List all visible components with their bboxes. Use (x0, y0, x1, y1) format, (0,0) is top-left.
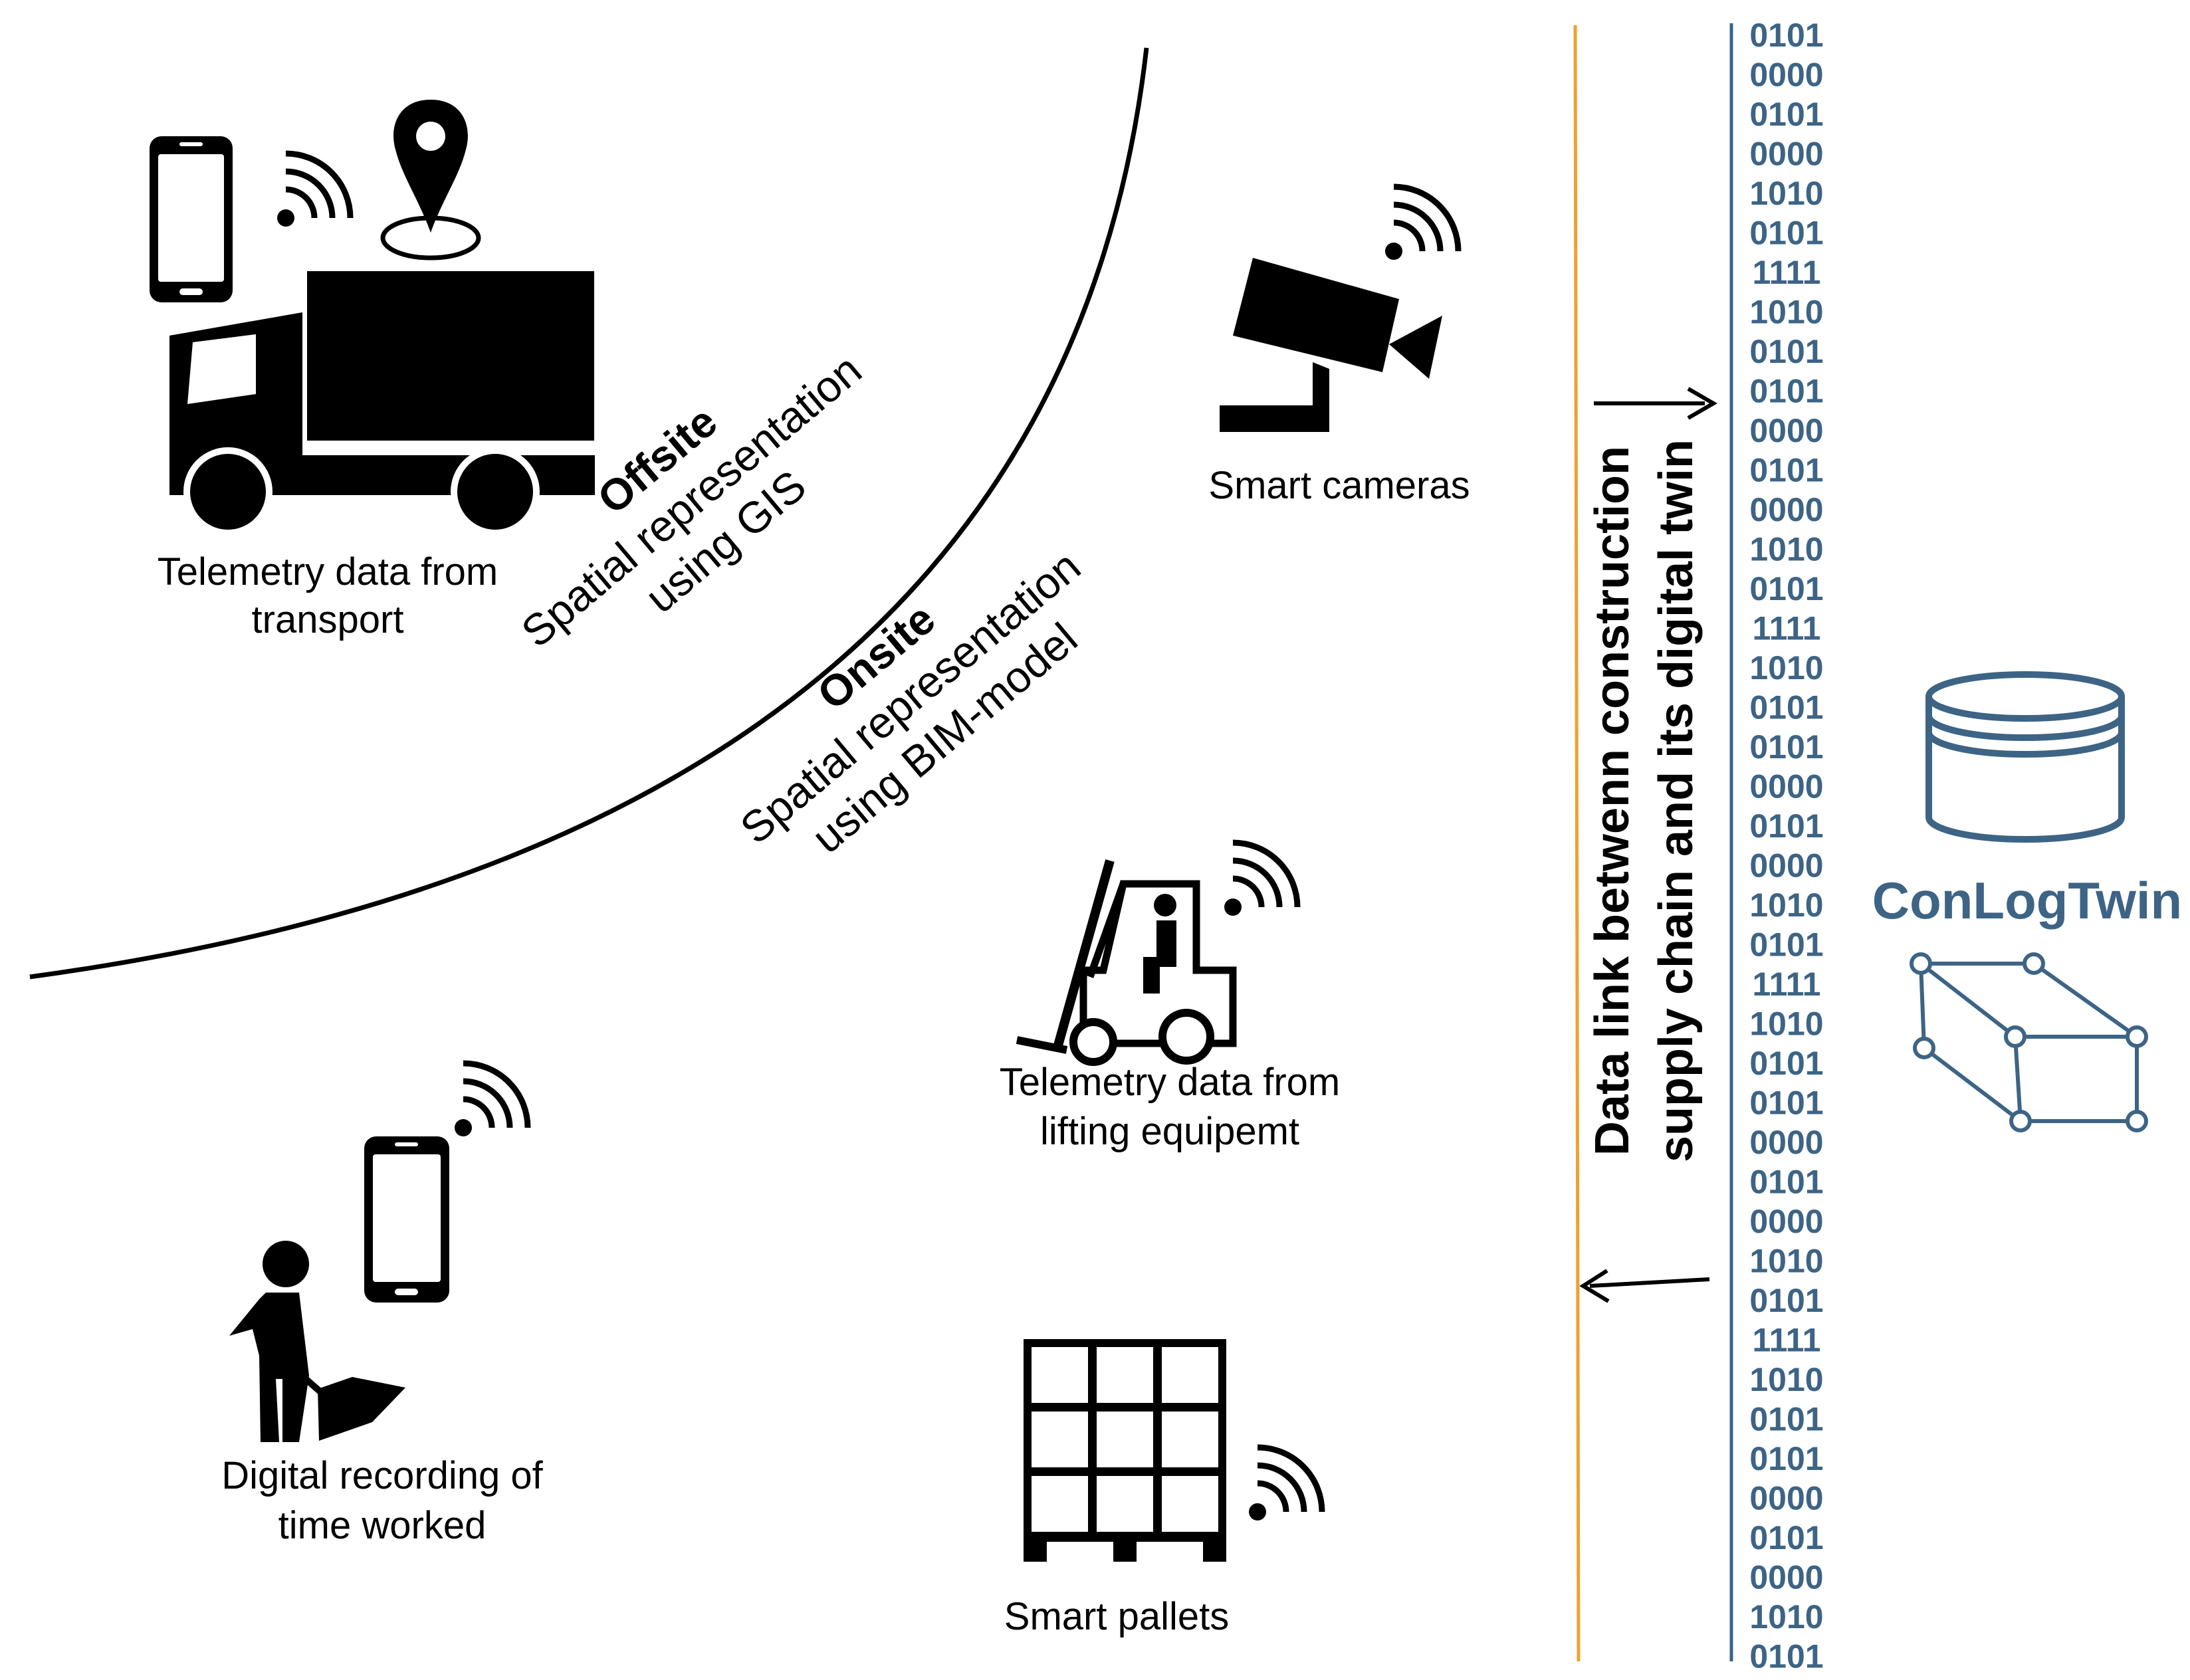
pallet-label: Smart pallets (1004, 1595, 1229, 1638)
worker-label-line1: Digital recording of (221, 1454, 543, 1497)
wifi-icon (1224, 839, 1301, 916)
truck-icon (169, 271, 595, 536)
binary-stream-item: 1111 (1753, 610, 1821, 647)
binary-stream-item: 0101 (1749, 570, 1823, 607)
binary-stream-item: 0101 (1749, 1164, 1823, 1201)
binary-stream-item: 0000 (1749, 56, 1823, 94)
binary-stream-item: 1010 (1749, 1243, 1823, 1280)
pallet-icon (1024, 1339, 1226, 1562)
binary-stream-item: 0101 (1749, 1440, 1823, 1477)
binary-stream-item: 0000 (1749, 847, 1823, 885)
separator-line (1573, 25, 1581, 1662)
location-pin-icon (380, 100, 481, 261)
forklift-icon (1016, 859, 1237, 1066)
lifting-label-line2: lifting equipemt (1040, 1110, 1299, 1153)
binary-stream-item: 0000 (1749, 1480, 1823, 1517)
lifting-device-group: Telemetry data from lifting equipemt (1000, 839, 1341, 1153)
smartphone-icon (364, 1136, 449, 1303)
binary-stream-item: 1010 (1749, 531, 1823, 568)
transport-device-group: Telemetry data from transport (150, 100, 595, 641)
data-link-label: Data link betwenn construction supply ch… (1586, 439, 1703, 1162)
pallet-device-group: Smart pallets (1004, 1339, 1325, 1638)
cube-icon (1910, 952, 2148, 1132)
binary-stream-item: 0101 (1749, 728, 1823, 766)
onsite-description-line1: Spatial representation (731, 541, 1089, 853)
wifi-icon (1249, 1444, 1325, 1521)
binary-stream-item: 1111 (1753, 1322, 1821, 1359)
lifting-label-line1: Telemetry data from (1000, 1061, 1341, 1104)
offsite-onsite-boundary (29, 47, 1149, 980)
smartphone-icon (150, 136, 233, 302)
binary-stream-item: 0101 (1749, 1401, 1823, 1438)
binary-stream-item: 0101 (1749, 373, 1823, 410)
binary-stream-item: 0101 (1749, 689, 1823, 726)
transport-label-line2: transport (252, 598, 404, 641)
binary-stream-item: 1010 (1749, 887, 1823, 924)
binary-stream-item: 0101 (1749, 1519, 1823, 1556)
binary-stream-item: 0000 (1749, 1203, 1823, 1240)
binary-stream-item: 1111 (1753, 966, 1821, 1003)
binary-stream-item: 0000 (1749, 412, 1823, 449)
binary-stream-item: 1010 (1749, 1005, 1823, 1043)
data-link-line1: Data link betwenn construction (1586, 446, 1639, 1156)
camera-label: Smart cameras (1208, 464, 1470, 507)
binary-stream-item: 0101 (1749, 215, 1823, 252)
binary-stream-item: 0101 (1749, 1282, 1823, 1319)
binary-stream-item: 1010 (1749, 294, 1823, 331)
worker-label-line2: time worked (278, 1504, 487, 1547)
binary-stream-item: 0101 (1749, 1638, 1823, 1675)
transport-label-line1: Telemetry data from (158, 550, 498, 593)
binary-stream-item: 0000 (1749, 768, 1823, 805)
binary-stream-item: 0101 (1749, 807, 1823, 845)
binary-stream-item: 0000 (1749, 136, 1823, 173)
database-icon (1925, 671, 2125, 843)
binary-stream-item: 0101 (1749, 1085, 1823, 1122)
binary-stream-item: 0101 (1749, 96, 1823, 133)
binary-stream-item: 1010 (1749, 175, 1823, 212)
twin-name: ConLogTwin (1872, 871, 2182, 930)
binary-stream-item: 1010 (1749, 1361, 1823, 1398)
camera-device-group: Smart cameras (1208, 183, 1470, 507)
wifi-icon (1385, 183, 1462, 260)
arrow-right-icon (1594, 387, 1717, 420)
security-camera-icon (1220, 258, 1442, 432)
binary-stream-item: 0101 (1749, 452, 1823, 489)
binary-stream-item: 0101 (1749, 1045, 1823, 1082)
binary-stream-item: 0000 (1749, 1559, 1823, 1596)
binary-stream: 0101000001010000101001011111101001010101… (1749, 17, 1823, 1675)
wifi-icon (455, 1060, 531, 1136)
binary-stream-item: 0101 (1749, 17, 1823, 54)
worker-device-group: Digital recording of time worked (221, 1060, 544, 1547)
data-link-line2: supply chain and its digital twin (1650, 439, 1703, 1162)
binary-stream-item: 0000 (1749, 1124, 1823, 1161)
binary-stream-item: 1010 (1749, 649, 1823, 686)
binary-stream-item: 0000 (1749, 491, 1823, 528)
binary-stream-item: 0101 (1749, 333, 1823, 370)
wifi-icon (277, 150, 354, 227)
binary-stream-item: 1010 (1749, 1598, 1823, 1635)
binary-stream-item: 1111 (1753, 254, 1821, 291)
onsite-region-label: Onsite Spatial representation using BIM-… (731, 541, 1089, 862)
arrow-left-icon (1579, 1269, 1710, 1303)
worker-shovel-icon (229, 1241, 405, 1442)
binary-stream-item: 0101 (1749, 926, 1823, 964)
